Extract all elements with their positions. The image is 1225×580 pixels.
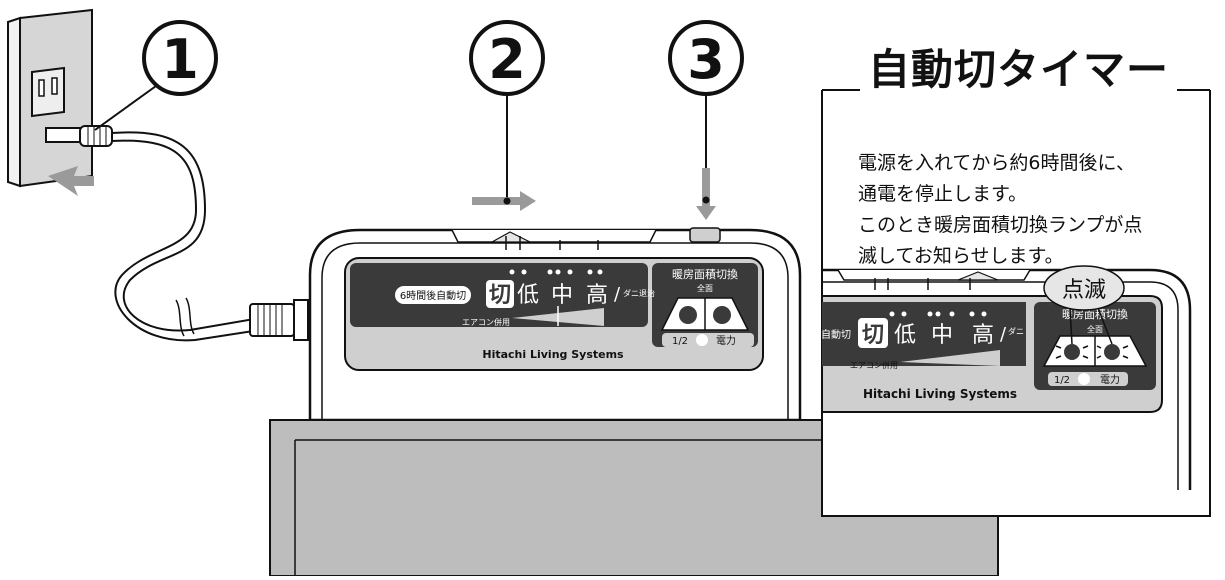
power-plug <box>45 125 113 147</box>
svg-text:高: 高 <box>972 323 994 348</box>
mite-label: ダニ退治 <box>623 288 655 298</box>
low-label: 低 <box>517 283 539 308</box>
svg-text:1: 1 <box>161 28 199 91</box>
auto-off-badge-frame <box>395 286 471 304</box>
lamp-right <box>713 306 731 324</box>
press-down-arrow <box>696 168 716 220</box>
brand-label: Hitachi Living Systems <box>482 348 624 361</box>
callout-line: このとき暖房面積切換ランプが点 <box>858 214 1143 236</box>
aircon-label: エアコン併用 <box>462 317 510 327</box>
callout-title: 自動切タイマー <box>860 40 1178 100</box>
power-label: 電力 <box>716 334 736 347</box>
svg-text:2: 2 <box>488 28 526 91</box>
svg-text:中: 中 <box>931 323 953 348</box>
svg-text:1/2: 1/2 <box>1054 375 1070 386</box>
power-cord <box>111 131 261 342</box>
svg-text:エアコン併用: エアコン併用 <box>850 360 898 370</box>
zoom-full-area-label: 全面 <box>1087 324 1103 334</box>
off-label-frame <box>486 280 514 308</box>
zoom-lamp-left-blinking <box>1064 344 1080 360</box>
svg-text:/: / <box>1000 324 1007 345</box>
svg-text:3: 3 <box>687 28 725 91</box>
area-switch-label: 暖房面積切換 <box>672 267 738 281</box>
step-1-badge: 1 <box>142 20 218 96</box>
zoom-lamp-right-blinking <box>1104 344 1120 360</box>
step-3-badge: 3 <box>668 20 744 96</box>
wall-outlet <box>7 8 93 188</box>
mid-label: 中 <box>551 283 573 308</box>
svg-text:電力: 電力 <box>1100 373 1120 386</box>
svg-text:ダニ: ダニ <box>1008 326 1024 336</box>
svg-text:切: 切 <box>862 323 884 348</box>
callout-line: 滅してお知らせします。 <box>858 245 1064 267</box>
callout-line: 電源を入れてから約6時間後に、 <box>858 152 1135 174</box>
off-label: 切 <box>489 283 511 308</box>
full-area-label: 全面 <box>697 283 713 293</box>
level-dots <box>509 269 603 275</box>
high-label: 高 <box>586 283 608 308</box>
svg-text:Hitachi Living Systems: Hitachi Living Systems <box>863 387 1017 401</box>
svg-text:/: / <box>614 284 621 305</box>
auto-off-badge: 6時間後自動切 <box>400 289 466 302</box>
half-label: 1/2 <box>672 336 688 347</box>
blink-bubble <box>1043 265 1125 345</box>
lamp-left <box>679 306 697 324</box>
blink-label: 点滅 <box>1062 278 1106 303</box>
cord-connector <box>249 299 309 341</box>
insert-arrow <box>48 166 94 196</box>
callout-line: 通電を停止します。 <box>858 183 1028 205</box>
step-2-badge: 2 <box>469 20 545 96</box>
zoom-auto-off-badge: 自動切 <box>821 328 851 341</box>
svg-text:低: 低 <box>894 323 916 348</box>
callout-description: 電源を入れてから約6時間後に、 通電を停止します。 このとき暖房面積切換ランプが… <box>858 148 1208 272</box>
